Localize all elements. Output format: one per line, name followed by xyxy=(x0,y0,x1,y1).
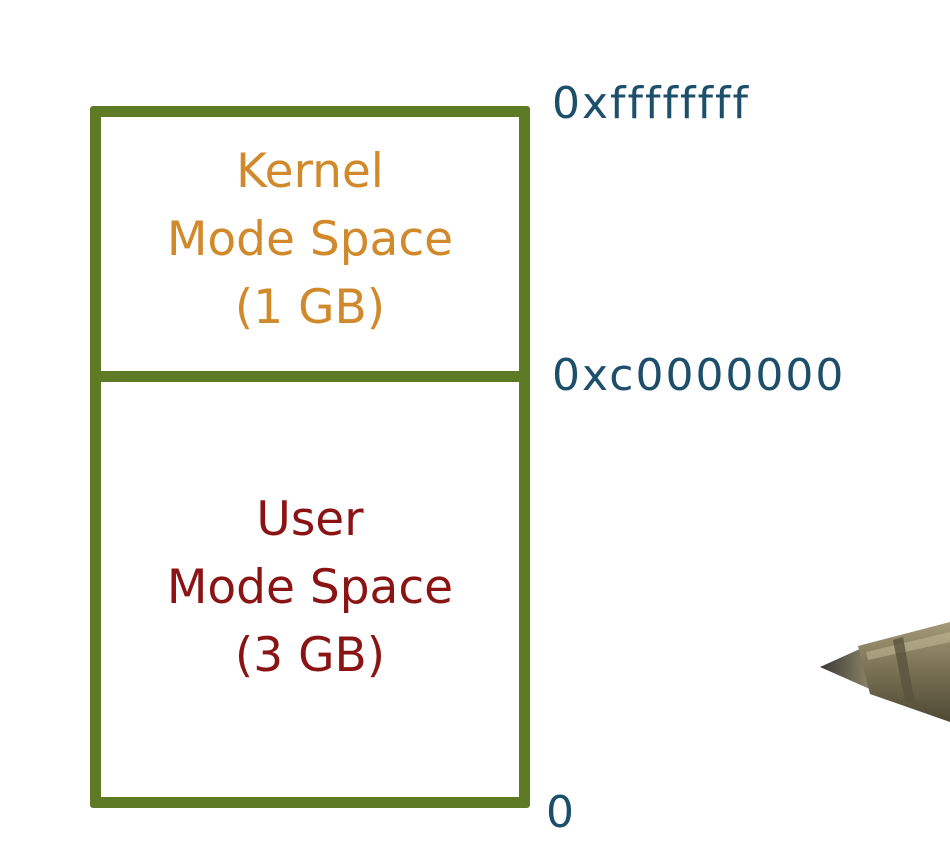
user-label-line3: (3 GB) xyxy=(234,628,386,683)
address-bottom: 0 xyxy=(546,787,576,838)
address-space-box xyxy=(90,106,530,808)
kernel-label-line1: Kernel xyxy=(236,144,384,199)
kernel-label-line2: Mode Space xyxy=(166,212,454,267)
kernel-label-line3: (1 GB) xyxy=(234,280,386,335)
kernel-mode-label: Kernel Mode Space (1 GB) xyxy=(90,138,530,342)
user-mode-label: User Mode Space (3 GB) xyxy=(90,486,530,690)
kernel-user-divider xyxy=(90,371,530,382)
user-label-line2: Mode Space xyxy=(166,560,454,615)
address-top: 0xffffffff xyxy=(552,78,750,129)
address-boundary: 0xc0000000 xyxy=(552,350,846,401)
user-label-line1: User xyxy=(256,492,364,547)
